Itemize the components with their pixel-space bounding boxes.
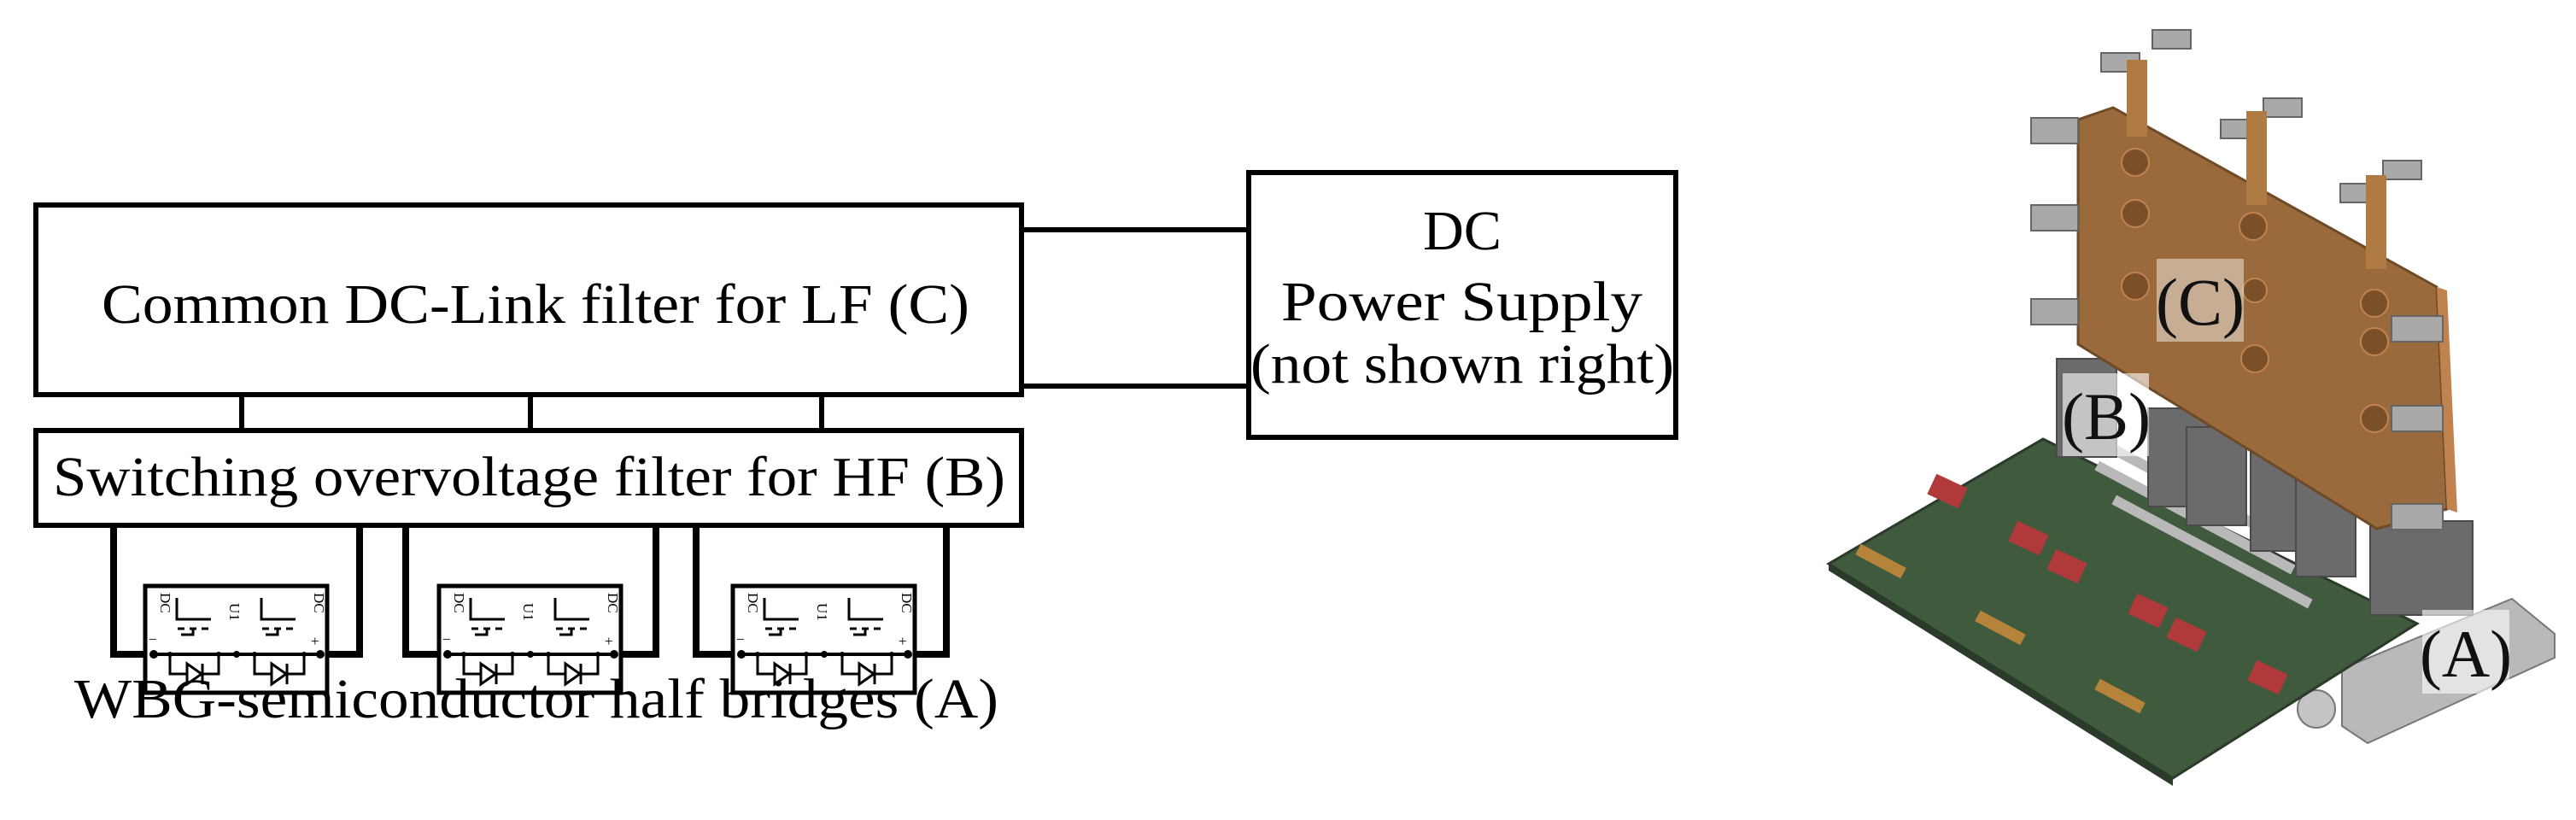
minus-sign: − <box>442 631 451 647</box>
half-bridge-module: DC − U1 DC + <box>145 586 327 693</box>
label-b: (B) <box>2062 379 2151 454</box>
label-b-bg <box>2063 373 2149 456</box>
output-label: U1 <box>226 603 243 621</box>
dc-link-filter-label: Common DC-Link filter for LF (C) <box>102 273 969 336</box>
power-supply-line1: DC <box>1423 200 1502 262</box>
terminal-tabs <box>2030 29 2444 530</box>
half-bridge-module: DC − U1 DC + <box>733 586 915 693</box>
label-c: (C) <box>2156 265 2245 339</box>
hardware-photo: (C) (B) (A) <box>1826 29 2556 786</box>
pcb-edge <box>1829 564 2173 786</box>
plus-sign: + <box>605 633 613 649</box>
output-label: U1 <box>814 603 830 621</box>
minus-sign: − <box>149 631 157 647</box>
output-label: U1 <box>520 603 536 621</box>
pcb-board <box>1826 437 2421 780</box>
dc-plus-label: DC <box>899 593 915 613</box>
overvoltage-filter-label: Switching overvoltage filter for HF (B) <box>53 446 1005 508</box>
dc-minus-label: DC <box>157 593 173 613</box>
power-supply-line3: (not shown right) <box>1250 333 1674 395</box>
plus-sign: + <box>311 633 319 649</box>
label-a-bg <box>2422 610 2509 694</box>
overvoltage-filter-box <box>33 428 1024 528</box>
half-bridges-label: WBG-semiconductor half bridges (A) <box>74 668 998 730</box>
dc-plus-label: DC <box>605 593 621 613</box>
label-a: (A) <box>2420 617 2512 691</box>
minus-sign: − <box>736 631 745 647</box>
dc-minus-label: DC <box>745 593 761 613</box>
dc-minus-label: DC <box>451 593 467 613</box>
label-c-bg <box>2157 259 2244 342</box>
copper-busbar-edge <box>2437 287 2457 512</box>
half-bridge-module: DC − U1 DC + <box>439 586 621 693</box>
power-supply-box <box>1246 170 1678 440</box>
dc-link-filter-box <box>33 202 1024 397</box>
coolant-fitting <box>2297 689 2336 729</box>
gate-drivers <box>1927 473 2288 695</box>
plus-sign: + <box>899 633 907 649</box>
power-supply-line2: Power Supply <box>1281 271 1642 333</box>
connectors <box>1855 543 2146 714</box>
busbar-risers <box>2127 60 2386 269</box>
dc-plus-label: DC <box>311 593 327 613</box>
busbar-holes <box>2121 148 2389 433</box>
